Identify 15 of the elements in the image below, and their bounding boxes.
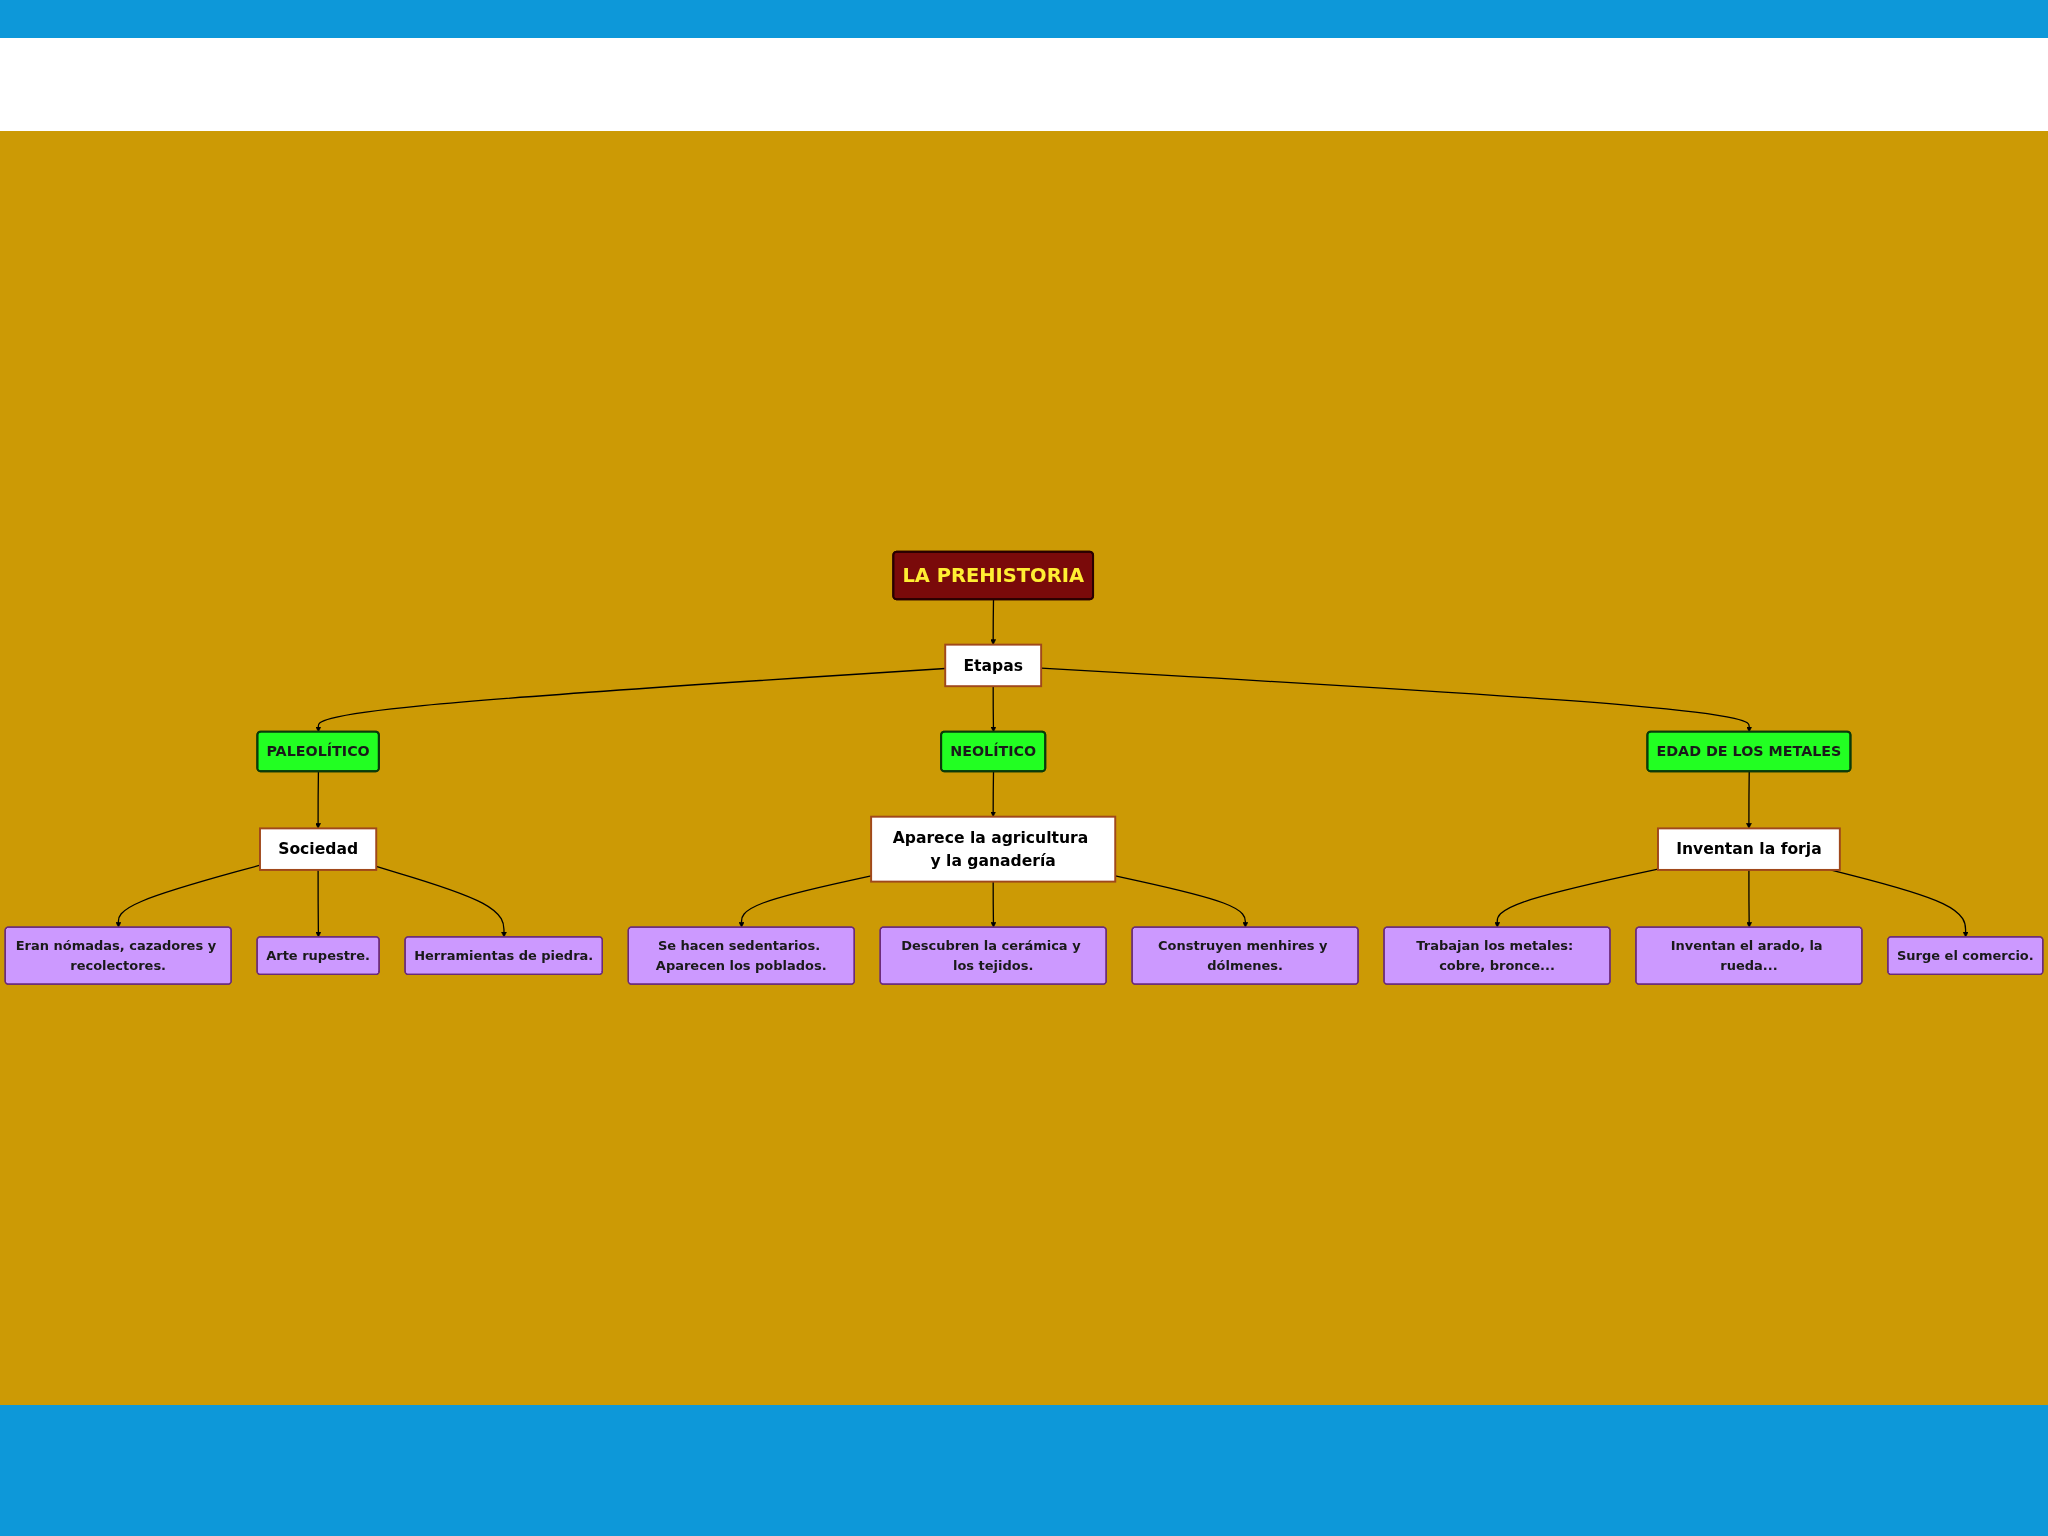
node-box: Sociedad [259,827,378,871]
arrow [990,770,997,817]
arrow [990,685,997,733]
arrow [315,770,321,829]
node-box: Aparece la agricultura y la ganadería [870,815,1117,883]
arrow [990,880,997,928]
node-box: Inventan la forja [1657,827,1841,871]
arrow [738,875,872,928]
arrow [1746,770,1752,829]
arrow [315,667,946,733]
arrow [1494,868,1659,928]
arrow [1746,869,1752,928]
node-box: Etapas [944,643,1043,688]
arrow [990,598,997,645]
arrow [315,869,322,938]
